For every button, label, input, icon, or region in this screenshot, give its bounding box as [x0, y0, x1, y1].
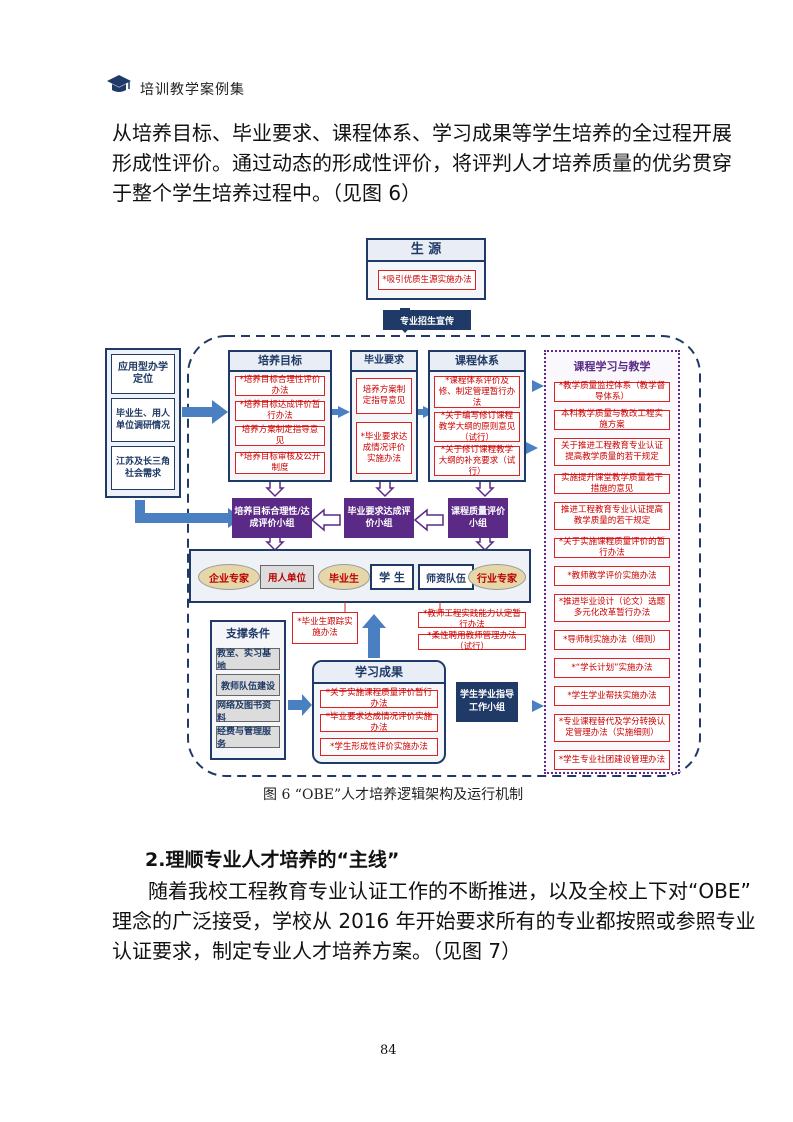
learning-title: 课程学习与教学: [573, 360, 651, 373]
source-box: 生 源 *吸引优质生源实施办法: [366, 238, 486, 300]
positioning-title: 应用型办学定位: [111, 354, 175, 394]
paragraph-2: 随着我校工程教育专业认证工作的不断推进，以及全校上下对“OBE” 理念的广泛接受…: [112, 876, 756, 966]
learning-item: *专业课程替代及学分转换认定管理办法（实施细则）: [554, 714, 670, 742]
learning-item: *导师制实施办法（细则）: [554, 630, 670, 650]
learning-item: *推进毕业设计（论文）选题多元化改革暂行办法: [554, 594, 670, 622]
support-item: 教室、实习基地: [216, 648, 280, 672]
learning-item: *“学长计划”实施办法: [554, 658, 670, 678]
source-item: *吸引优质生源实施办法: [378, 270, 476, 290]
paragraph-2-line: 理念的广泛接受，学校从 2016 年开始要求所有的专业都按照或参照专业: [112, 909, 756, 933]
eval-group: 培养目标合理性/达成评价小组: [232, 498, 312, 538]
curriculum-box: 课程体系 *课程体系评价及修、制定管理暂行办法 *关于编写修订课程教学大纲的原则…: [428, 350, 526, 482]
figure-caption: 图 6 “OBE”人才培养逻辑架构及运行机制: [263, 787, 524, 803]
participant-graduate: 毕业生: [318, 564, 370, 590]
curriculum-item: *课程体系评价及修、制定管理暂行办法: [434, 376, 520, 408]
paragraph-1-line: 于整个学生培养过程中。（见图 6）: [112, 181, 422, 205]
learning-item: 实施提升课堂教学质量若干措施的意见: [554, 473, 670, 494]
support-box: 支撑条件 教室、实习基地 教师队伍建设 网络及图书资料 经费与管理服务: [210, 620, 286, 760]
learning-box: 课程学习与教学 *教学质量监控体系（教学督导体系） 本科教学质量与教改工程实施方案…: [544, 350, 680, 774]
faculty-item: *教师工程实践能力认定暂行办法: [418, 609, 526, 630]
curriculum-item: *关于修订课程教学大纲的补充要求（试行）: [434, 445, 520, 477]
positioning-cell: 毕业生、用人单位调研情况: [111, 398, 175, 442]
eval-group: 毕业要求达成评价小组: [344, 498, 414, 538]
positioning-cell: 江苏及长三角社会需求: [111, 446, 175, 490]
graduation-req-item: *毕业要求达成情况评价实施办法: [356, 422, 412, 474]
support-title: 支撑条件: [226, 627, 270, 640]
header-title: 培训教学案例集: [140, 82, 245, 98]
outcome-item: *毕业要求达成情况评价实施办法: [320, 712, 438, 733]
training-goal-box: 培养目标 *培养目标合理性评价办法 *培养目标达成评价暂行办法 培养方案制定指导…: [228, 350, 332, 482]
learning-item: *教师教学评价实施办法: [554, 566, 670, 586]
faculty-item: *柔性聘用教师管理办法（试行）: [418, 631, 526, 652]
training-goal-title: 培养目标: [230, 352, 330, 372]
learning-item: *教学质量监控体系（教学督导体系）: [554, 381, 670, 402]
participant-enterprise: 企业专家: [198, 564, 260, 590]
outcome-item: *关于实施课程质量评价暂行办法: [320, 688, 438, 709]
learning-item: 关于推进工程教育专业认证提高教学质量的若干规定: [554, 438, 670, 466]
support-item: 网络及图书资料: [216, 700, 280, 724]
paragraph-2-line: 认证要求，制定专业人才培养方案。（见图 7）: [112, 939, 522, 963]
header-logo-icon: [106, 73, 132, 95]
curriculum-title: 课程体系: [430, 352, 524, 372]
paragraph-2-line: 随着我校工程教育专业认证工作的不断推进，以及全校上下对“OBE”: [148, 879, 751, 903]
paragraph-1-line: 形成性评价。通过动态的形成性评价，将评判人才培养质量的优劣贯穿: [112, 151, 732, 175]
training-goal-item: *培养目标审核及公开制度: [235, 452, 325, 474]
positioning-box: 应用型办学定位 毕业生、用人单位调研情况 江苏及长三角社会需求: [105, 348, 181, 498]
graduation-req-box: 毕业要求 培养方案制定指导意见 *毕业要求达成情况评价实施办法: [350, 350, 418, 482]
curriculum-item: *关于编写修订课程教学大纲的原则意见（试行）: [434, 411, 520, 443]
page-number: 84: [380, 1043, 397, 1058]
paragraph-1-line: 从培养目标、毕业要求、课程体系、学习成果等学生培养的全过程开展: [112, 121, 732, 145]
participant-faculty: 师资队伍: [418, 564, 474, 590]
publicity-label: 专业招生宣传: [383, 310, 471, 330]
learning-item: *学生学业帮扶实施办法: [554, 686, 670, 706]
learning-item: *关于实施课程质量评价的暂行办法: [554, 537, 670, 558]
graduate-tracking-item: *毕业生跟踪实施办法: [292, 612, 358, 644]
graduation-req-title: 毕业要求: [352, 352, 416, 372]
support-item: 教师队伍建设: [216, 674, 280, 696]
section-heading: 2.理顺专业人才培养的“主线”: [145, 849, 400, 871]
support-item: 经费与管理服务: [216, 726, 280, 750]
obe-diagram: 生 源 *吸引优质生源实施办法 专业招生宣传 应用型办学定位 毕业生、用人单位调…: [100, 230, 710, 780]
learning-item: 推进工程教育专业认证提高教学质量的若干规定: [554, 502, 670, 530]
outcome-title: 学习成果: [314, 662, 444, 684]
participant-employer: 用人单位: [260, 565, 314, 589]
guidance-group: 学生学业指导工作小组: [456, 682, 518, 722]
paragraph-1: 从培养目标、毕业要求、课程体系、学习成果等学生培养的全过程开展 形成性评价。通过…: [112, 118, 732, 208]
outcome-item: *学生形成性评价实施办法: [320, 738, 438, 756]
participant-student: 学 生: [370, 564, 414, 590]
training-goal-item: *培养目标达成评价暂行办法: [235, 400, 325, 421]
learning-item: 本科教学质量与教改工程实施方案: [554, 409, 670, 430]
training-goal-item: 培养方案制定指导意见: [235, 425, 325, 446]
outcome-box: 学习成果 *关于实施课程质量评价暂行办法 *毕业要求达成情况评价实施办法 *学生…: [312, 660, 446, 764]
participant-industry: 行业专家: [468, 564, 526, 590]
learning-item: *学生专业社团建设管理办法: [554, 750, 670, 770]
graduation-req-item: 培养方案制定指导意见: [356, 378, 412, 414]
training-goal-item: *培养目标合理性评价办法: [235, 375, 325, 396]
source-title: 生 源: [368, 240, 484, 262]
eval-group: 课程质量评价小组: [448, 498, 508, 538]
